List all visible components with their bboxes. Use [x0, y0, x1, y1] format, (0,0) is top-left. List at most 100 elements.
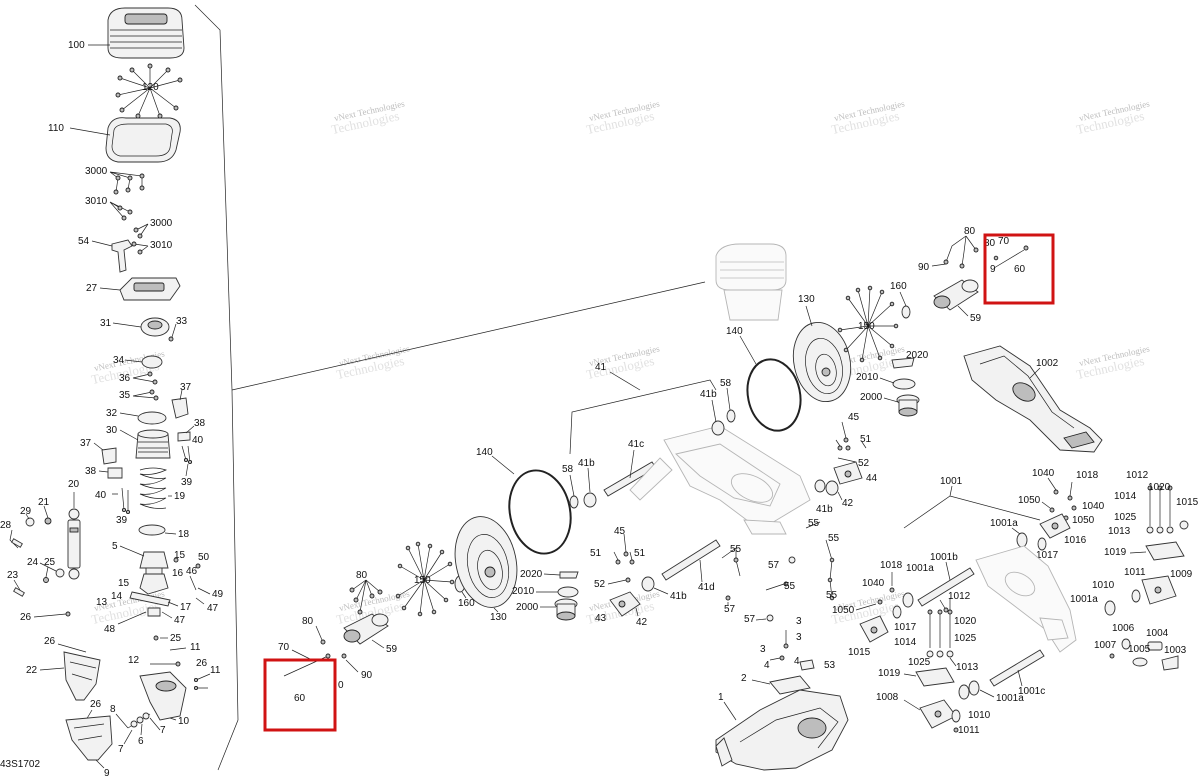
callout-7: 7: [118, 744, 124, 755]
part-1019-plate: [1145, 541, 1185, 561]
callout-18: 18: [178, 529, 190, 540]
callout-1009: 1009: [1170, 569, 1193, 580]
callout-15: 15: [174, 550, 186, 561]
part-140-oring: [508, 469, 572, 555]
highlight-box-60-front: [263, 658, 337, 732]
callout-11: 11: [190, 642, 201, 653]
callout-90: 90: [918, 262, 930, 273]
callout-45: 45: [848, 412, 860, 423]
part-44-bracket: [833, 461, 863, 485]
callout-41b: 41b: [700, 389, 717, 400]
callout-140: 140: [476, 447, 493, 458]
diagram-code: 43S1702: [0, 759, 40, 770]
callout-3010: 3010: [150, 240, 173, 251]
callout-45: 45: [614, 526, 626, 537]
callout-150: 150: [858, 321, 875, 332]
part-37-bracket: [171, 397, 189, 419]
callout-1011: 1011: [958, 725, 980, 736]
callout-47: 47: [207, 603, 219, 614]
part-1008-block: [919, 699, 957, 729]
callout-55: 55: [826, 590, 838, 601]
part-9-skid: [65, 715, 113, 761]
callout-28: 28: [0, 520, 12, 531]
watermark: Technologies vNext Technologies: [1075, 98, 1151, 137]
callout-51: 51: [590, 548, 602, 559]
callout-58: 58: [720, 378, 732, 389]
part-2000-bushing: [554, 598, 578, 621]
callout-2010: 2010: [856, 372, 879, 383]
callout-52: 52: [858, 458, 870, 469]
callout-4: 4: [764, 660, 770, 671]
callout-15: 15: [118, 578, 130, 589]
callout-25: 25: [44, 557, 56, 568]
callout-1001a: 1001a: [906, 563, 934, 574]
callout-37: 37: [180, 382, 192, 393]
callout-24: 24: [27, 557, 39, 568]
callout-1001b: 1001b: [930, 552, 958, 563]
callout-55: 55: [730, 544, 742, 555]
callout-7: 7: [160, 725, 166, 736]
rear-arm-assembly: 1001 1001a 1040 1018 1050 1040 1050 1016…: [832, 468, 1199, 736]
callout-3: 3: [760, 644, 766, 655]
left-assembly: 100 120 110 3000 30: [0, 4, 706, 777]
callout-1040: 1040: [1082, 501, 1105, 512]
callout-1050: 1050: [832, 605, 855, 616]
callout-1013: 1013: [1108, 526, 1131, 537]
callout-3: 3: [796, 632, 802, 643]
callout-55: 55: [784, 581, 796, 592]
callout-34: 34: [113, 355, 125, 366]
callout-1015: 1015: [848, 647, 871, 658]
callout-49: 49: [212, 589, 224, 600]
part-1001b-shaft: [917, 567, 975, 607]
callout-1001c: 1001c: [1018, 686, 1045, 697]
callout-21: 21: [38, 497, 50, 508]
callout-26: 26: [90, 699, 102, 710]
part-2-bracket: [769, 675, 811, 695]
callout-38: 38: [194, 418, 206, 429]
callout-54: 54: [78, 236, 90, 247]
callout-70: 70: [278, 642, 290, 653]
callout-70: 70: [998, 236, 1010, 247]
part-130-cover: [454, 516, 518, 608]
part-1009-cap: [1141, 575, 1177, 605]
watermark: Technologies vNext Technologies: [335, 343, 411, 382]
callout-51: 51: [634, 548, 646, 559]
callout-1007: 1007: [1094, 640, 1117, 651]
callout-50: 50: [198, 552, 210, 563]
part-120-screws: [115, 63, 183, 119]
callout-1017: 1017: [894, 622, 917, 633]
callout-25: 25: [170, 633, 182, 644]
part-2000-bushing: [896, 394, 920, 417]
callout-41b: 41b: [578, 458, 595, 469]
callout-47: 47: [174, 615, 186, 626]
callout-1015: 1015: [1176, 497, 1199, 508]
callout-150: 150: [414, 575, 431, 586]
part-150-bolt-star: [837, 285, 899, 363]
callout-90: 90: [361, 670, 373, 681]
part-5-upper-mount: [139, 551, 169, 579]
callout-1018: 1018: [1076, 470, 1099, 481]
callout-13: 13: [96, 597, 108, 608]
callout-31: 31: [100, 318, 112, 329]
callout-41: 41: [595, 362, 607, 373]
callout-130: 130: [798, 294, 815, 305]
callout-1004: 1004: [1146, 628, 1169, 639]
callout-58: 58: [562, 464, 574, 475]
callout-11: 11: [210, 665, 221, 676]
callout-14: 14: [111, 591, 123, 602]
part-43-bracket: [609, 591, 641, 617]
callout-44: 44: [866, 473, 878, 484]
part-lower-bracket: [139, 671, 187, 721]
callout-1001a: 1001a: [990, 518, 1018, 529]
callout-1002: 1002: [1036, 358, 1059, 369]
part-1016-bracket: [1039, 513, 1071, 539]
part-20-shock-absorber: [67, 508, 81, 580]
part-22-guard: [63, 651, 101, 701]
callout-1001: 1001: [940, 476, 963, 487]
callout-55: 55: [828, 533, 840, 544]
callout-160: 160: [890, 281, 907, 292]
callout-32: 32: [106, 408, 118, 419]
callout-1014: 1014: [894, 637, 917, 648]
watermark: Technologies vNext Technologies: [585, 98, 661, 137]
highlight-box-60-rear: [983, 233, 1055, 305]
